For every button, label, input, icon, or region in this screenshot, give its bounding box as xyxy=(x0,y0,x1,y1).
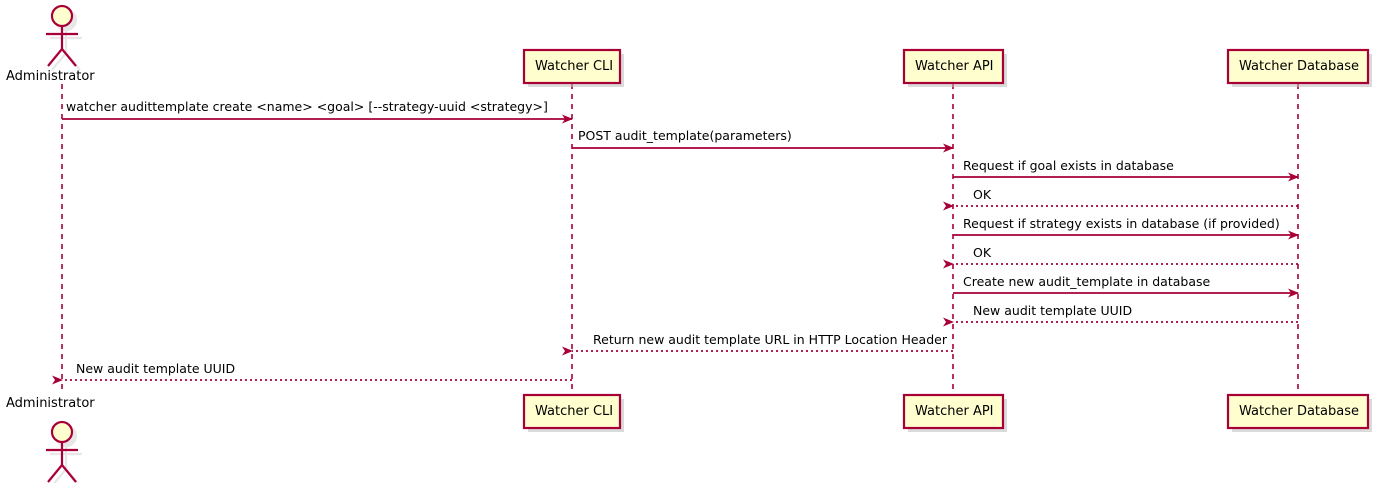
participant-box-watcher-cli-bottom[interactable] xyxy=(522,393,622,430)
participant-box-watcher-database-bottom[interactable] xyxy=(1226,393,1370,430)
participant-label-watcher-cli-bottom: Watcher CLI xyxy=(535,403,614,419)
participant-label-watcher-cli-top: Watcher CLI xyxy=(535,58,614,74)
message-label-2: POST audit_template(parameters) xyxy=(578,128,792,143)
message-label-8: New audit template UUID xyxy=(973,303,1133,318)
message-label-7: Create new audit_template in database xyxy=(963,274,1211,289)
message-label-1: watcher audittemplate create <name> <goa… xyxy=(66,99,548,114)
actor-label-bottom: Administrator xyxy=(6,396,95,411)
participant-box-watcher-api-top[interactable] xyxy=(902,48,1005,85)
participant-box-watcher-api-bottom[interactable] xyxy=(902,393,1005,430)
participant-box-watcher-database-top[interactable] xyxy=(1226,48,1370,85)
participant-label-watcher-database-top: Watcher Database xyxy=(1239,58,1359,74)
message-label-4: OK xyxy=(973,187,992,202)
actor-label-top: Administrator xyxy=(6,69,95,84)
message-label-10: New audit template UUID xyxy=(76,361,236,376)
message-label-6: OK xyxy=(973,245,992,260)
actor-figure-bottom[interactable] xyxy=(46,420,82,483)
participant-label-watcher-api-top: Watcher API xyxy=(915,58,994,74)
participant-label-watcher-database-bottom: Watcher Database xyxy=(1239,403,1359,419)
actor-figure-top[interactable] xyxy=(46,4,82,71)
message-label-9: Return new audit template URL in HTTP Lo… xyxy=(593,332,947,347)
participant-boxes-group xyxy=(522,48,1372,432)
actor-figures-group xyxy=(46,4,82,483)
message-label-5: Request if strategy exists in database (… xyxy=(963,216,1280,231)
message-label-3: Request if goal exists in database xyxy=(963,158,1174,173)
message-arrows-group xyxy=(52,114,1299,385)
participant-box-watcher-cli-top[interactable] xyxy=(522,48,622,85)
participant-label-watcher-api-bottom: Watcher API xyxy=(915,403,994,419)
